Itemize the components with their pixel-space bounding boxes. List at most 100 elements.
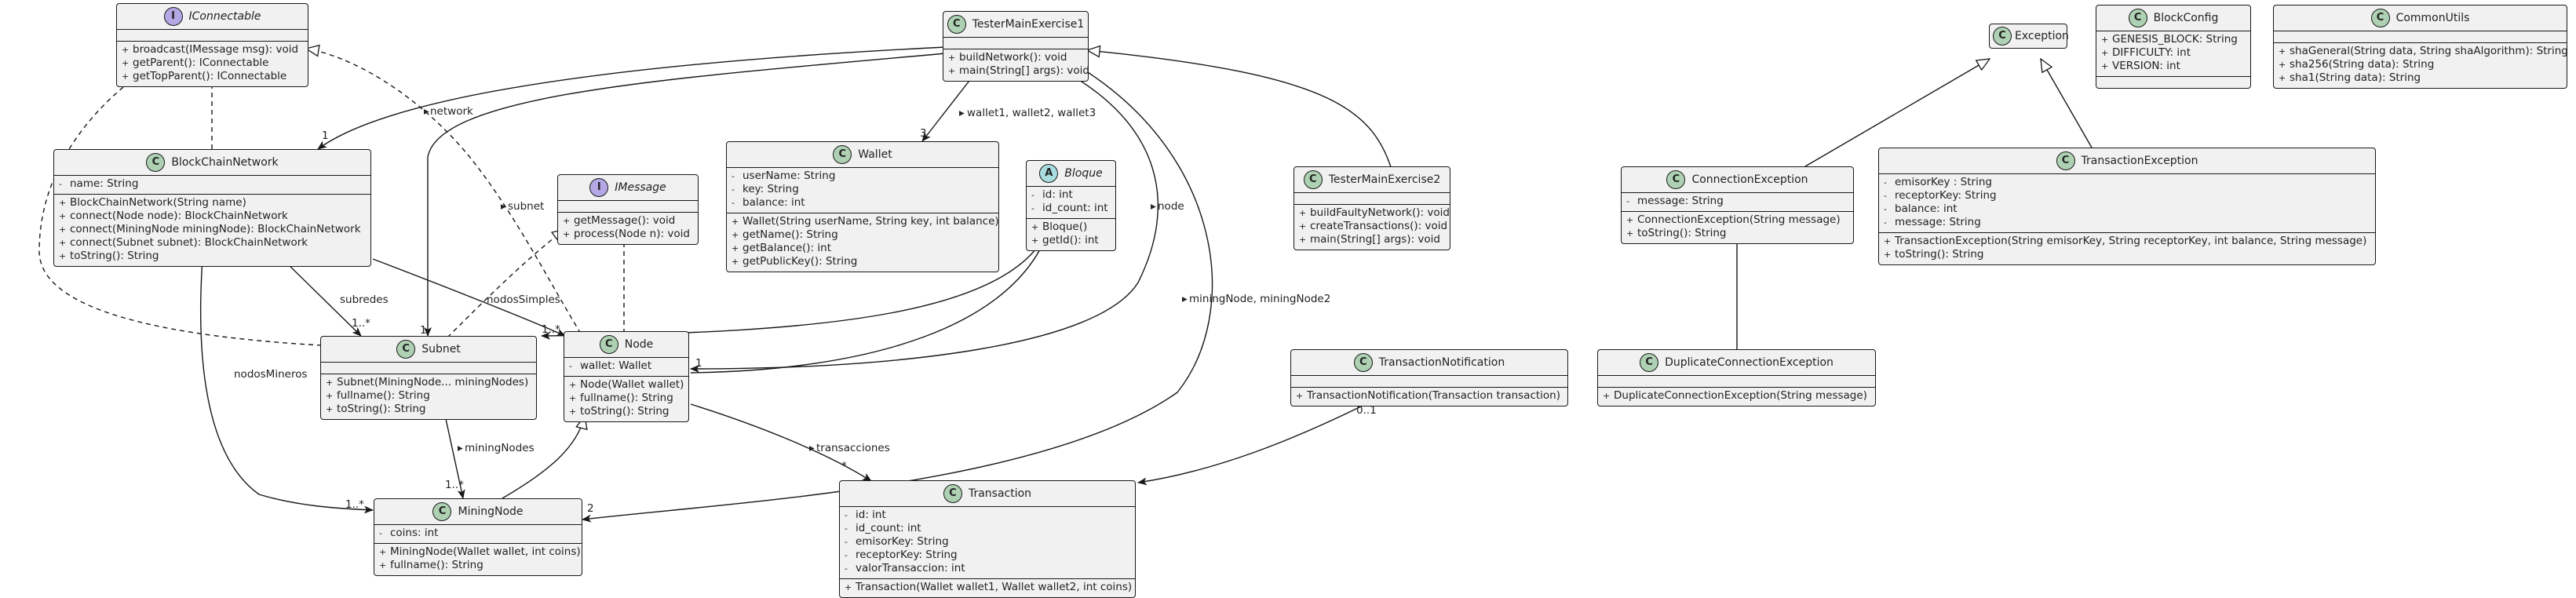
field-text: balance: int	[743, 196, 805, 209]
fields-section	[943, 37, 1088, 49]
field-text: key: String	[743, 183, 799, 195]
method-row: +Wallet(String userName, String key, int…	[732, 215, 999, 228]
fields-section	[2274, 31, 2567, 42]
method-row: +TransactionException(String emisorKey, …	[1884, 235, 2370, 248]
field-row: -emisorKey : String	[1884, 176, 2370, 189]
label-nodosmineros: nodosMineros	[234, 368, 308, 381]
visibility-marker: +	[569, 380, 577, 390]
method-text: Bloque()	[1042, 221, 1088, 233]
field-text: id_count: int	[1042, 202, 1108, 214]
visibility-marker: +	[1031, 222, 1039, 232]
visibility-marker: +	[1296, 391, 1304, 401]
mult-network: 1	[322, 129, 329, 142]
method-text: connect(Subnet subnet): BlockChainNetwor…	[70, 236, 308, 249]
method-text: toString(): String	[70, 250, 159, 262]
visibility-marker: -	[1626, 196, 1629, 206]
fields-section: -wallet: Wallet	[564, 357, 688, 376]
method-text: getId(): int	[1042, 234, 1099, 246]
methods-section: +MiningNode(Wallet wallet, int coins)+fu…	[374, 543, 582, 575]
method-text: getTopParent(): IConnectable	[133, 70, 287, 82]
method-row: +shaGeneral(String data, String shaAlgor…	[2279, 45, 2568, 58]
method-row: +createTransactions(): void	[1299, 220, 1447, 233]
fields-section: +GENESIS_BLOCK: String+DIFFICULTY: int+V…	[2096, 31, 2250, 76]
mult-subredes: 1..*	[352, 317, 370, 330]
visibility-marker: +	[59, 238, 67, 248]
visibility-marker: +	[732, 243, 739, 253]
visibility-marker: +	[326, 377, 334, 388]
method-text: Transaction(Wallet wallet1, Wallet walle…	[856, 581, 1133, 593]
edge-node-realizes-iconnectable	[306, 49, 582, 334]
visibility-marker: +	[732, 257, 739, 267]
field-text: valorTransaccion: int	[856, 562, 965, 574]
method-row: +toString(): String	[569, 405, 684, 418]
visibility-marker: +	[1884, 236, 1892, 246]
method-text: Wallet(String userName, String key, int …	[743, 215, 999, 228]
visibility-marker: -	[1884, 204, 1887, 214]
class-name: IMessage	[615, 181, 666, 194]
mult-miningnodes: 1..*	[445, 479, 464, 491]
field-row: -id_count: int	[845, 522, 1130, 535]
field-text: emisorKey : String	[1895, 176, 1992, 188]
visibility-marker: -	[1031, 203, 1034, 213]
method-row: +getMessage(): void	[563, 214, 693, 228]
edge-subnet-miningnode	[443, 407, 465, 499]
methods-section: +getMessage(): void+process(Node n): voi…	[558, 212, 698, 244]
methods-section: +broadcast(IMessage msg): void+getParent…	[117, 41, 308, 86]
field-text: VERSION: int	[2112, 60, 2180, 72]
method-row: +sha1(String data): String	[2279, 71, 2562, 85]
visibility-marker: +	[1299, 208, 1307, 218]
class-badge-icon: C	[2056, 151, 2075, 170]
field-row: -balance: int	[1884, 202, 2370, 216]
field-row: +DIFFICULTY: int	[2101, 46, 2246, 60]
method-text: TransactionException(String emisorKey, S…	[1895, 235, 2367, 247]
class-name: Exception	[2015, 30, 2069, 42]
label-subnet: subnet	[508, 200, 544, 213]
method-row: +process(Node n): void	[563, 228, 693, 241]
visibility-marker: +	[2101, 61, 2109, 71]
method-row: +MiningNode(Wallet wallet, int coins)	[379, 545, 581, 559]
class-badge-icon: C	[1303, 170, 1323, 189]
fields-section	[1291, 375, 1567, 387]
abstract-badge-icon: A	[1039, 164, 1059, 183]
mult-nodossimples: 1..*	[542, 323, 560, 336]
method-text: process(Node n): void	[574, 228, 690, 240]
method-row: +main(String[] args): void	[1299, 233, 1445, 246]
method-row: +getTopParent(): IConnectable	[122, 70, 303, 83]
field-row: +VERSION: int	[2101, 60, 2246, 73]
class-name: ConnectionException	[1691, 173, 1808, 186]
field-text: coins: int	[390, 527, 439, 539]
visibility-marker: +	[1603, 391, 1611, 401]
method-text: getMessage(): void	[574, 214, 676, 227]
field-text: name: String	[70, 177, 139, 190]
visibility-marker: -	[569, 361, 572, 371]
class-name: Transaction	[968, 487, 1032, 500]
label-subredes: subredes	[340, 294, 389, 306]
method-text: DuplicateConnectionException(String mess…	[1614, 389, 1867, 402]
field-row: -balance: int	[732, 196, 994, 210]
method-row: +toString(): String	[1884, 248, 2370, 261]
method-text: main(String[] args): void	[959, 64, 1089, 77]
visibility-marker: +	[563, 229, 571, 239]
method-row: +getName(): String	[732, 228, 994, 242]
visibility-marker: +	[569, 407, 577, 417]
method-text: getName(): String	[743, 228, 838, 241]
class-badge-icon: C	[833, 145, 852, 164]
